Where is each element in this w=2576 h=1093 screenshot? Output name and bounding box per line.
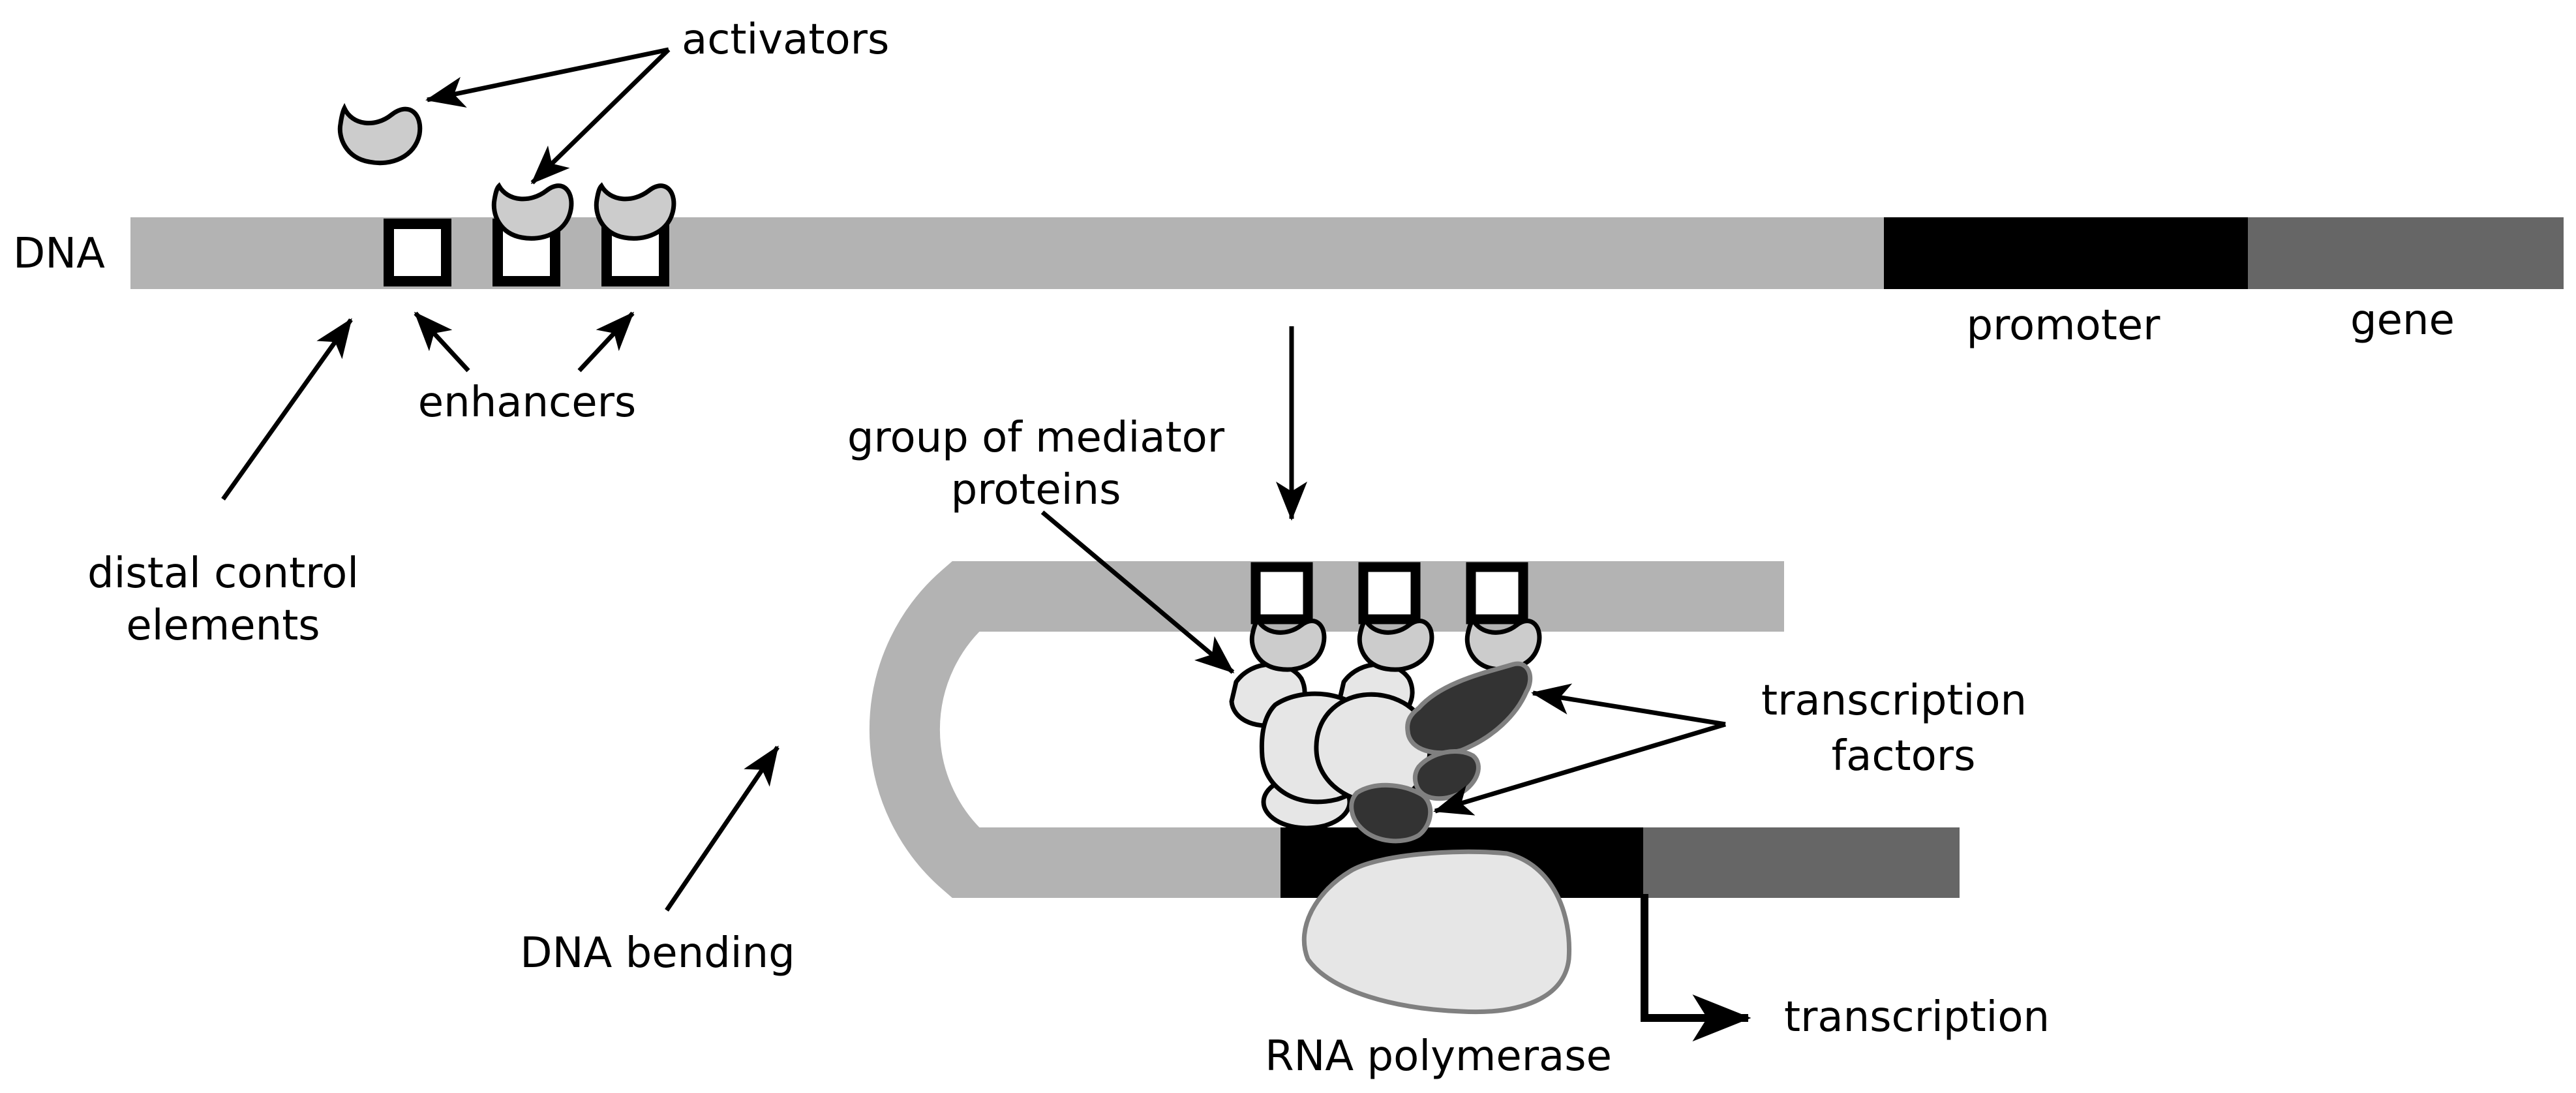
- activator-protein-bound: [491, 182, 574, 241]
- arrow-tf-2: [1433, 722, 1727, 816]
- activator-protein-bound: [594, 182, 676, 241]
- arrow-tf-1: [1531, 683, 1726, 727]
- promoter-region: [1884, 217, 2248, 289]
- activator-protein-free: [337, 102, 423, 166]
- activator-protein-bound: [1464, 615, 1542, 672]
- label-gene: gene: [2350, 296, 2455, 345]
- arrow-enhancer-2: [577, 311, 635, 373]
- arrow-distal-control: [221, 318, 353, 501]
- transcription-factor: [1412, 749, 1481, 801]
- arrow-activators-free: [425, 47, 669, 108]
- rna-polymerase: [1301, 849, 1572, 1015]
- label-mediator-line2: proteins: [951, 466, 1121, 514]
- gene-region-bent: [1643, 827, 1960, 898]
- label-activators: activators: [682, 16, 889, 64]
- arrow-activators-bound: [530, 48, 671, 185]
- transcription-factor: [1405, 661, 1533, 756]
- label-rna-polymerase: RNA polymerase: [1265, 1032, 1612, 1081]
- labels: DNA activators enhancers distal control …: [13, 16, 2455, 1081]
- arrow-enhancer-1: [414, 311, 470, 373]
- enhancer-box: [1358, 562, 1421, 624]
- label-dna-bending: DNA bending: [520, 929, 795, 978]
- label-enhancers: enhancers: [418, 378, 637, 427]
- enhancer-box: [384, 219, 451, 286]
- label-tf-line1: transcription: [1761, 677, 2027, 725]
- arrow-transcription: [1641, 894, 1751, 1041]
- label-tf-line2: factors: [1832, 732, 1976, 780]
- bent-enhancers: [1250, 562, 1528, 624]
- top-activators: [337, 102, 676, 241]
- enhancer-box: [1466, 562, 1528, 624]
- dna-loop: [869, 561, 1784, 898]
- transcription-factor: [1349, 782, 1433, 844]
- label-distal-control-line1: distal control: [87, 549, 359, 598]
- label-transcription: transcription: [1784, 993, 2050, 1041]
- activator-protein-bound: [1357, 615, 1434, 672]
- label-distal-control-line2: elements: [126, 602, 320, 650]
- label-mediator-line1: group of mediator: [847, 414, 1225, 462]
- enhancer-box: [1250, 562, 1313, 624]
- arrow-mediator: [1040, 510, 1235, 674]
- mediator-proteins: [1229, 662, 1432, 831]
- arrows: [221, 47, 1751, 1041]
- arrow-dna-bending: [665, 745, 780, 912]
- transcription-factors: [1349, 661, 1533, 844]
- label-dna: DNA: [13, 230, 105, 278]
- activator-protein-bound: [1249, 615, 1327, 672]
- gene-region: [2248, 217, 2564, 289]
- label-promoter: promoter: [1967, 301, 2161, 350]
- bent-activators: [1249, 615, 1542, 672]
